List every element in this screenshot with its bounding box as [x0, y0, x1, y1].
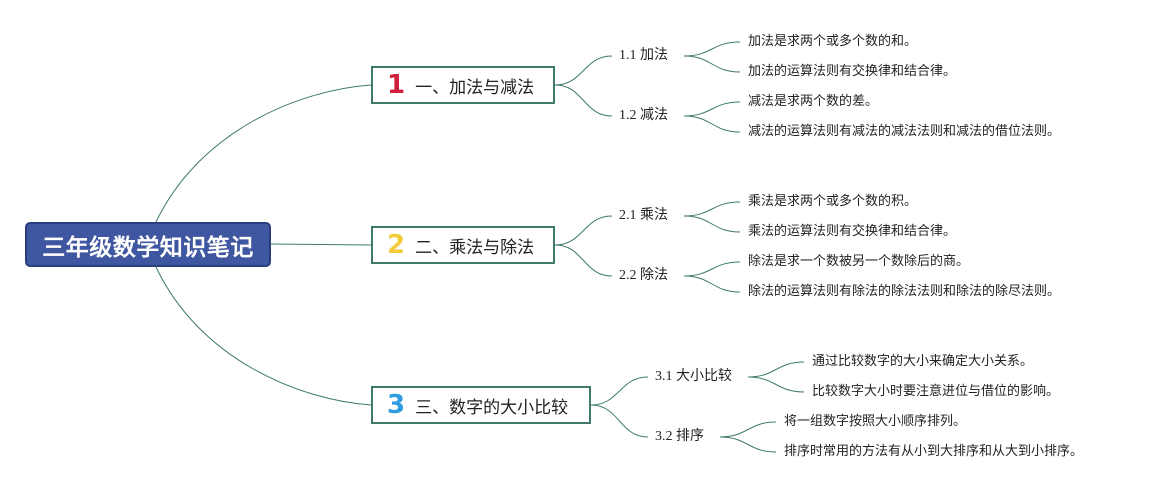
leaf-1-2-1: 减法是求两个数的差。 [748, 94, 879, 109]
link-root-section-2 [270, 243, 372, 246]
leaf-2-1-2: 乘法的运算法则有交换律和结合律。 [748, 224, 957, 239]
section-label-3: 三、数字的大小比较 [415, 397, 569, 418]
link-sub-5-leaf-2 [747, 376, 805, 393]
section-number-3: 3 [387, 390, 406, 420]
leaf-3-1-2: 比较数字大小时要注意进位与借位的影响。 [812, 384, 1060, 399]
section-number-2: 2 [387, 230, 406, 260]
leaf-2-2-2: 除法的运算法则有除法的除法法则和除法的除尽法则。 [748, 284, 1061, 299]
section-node-1[interactable]: 1 一、加法与减法 [371, 66, 555, 104]
link-section-1-sub-1 [554, 55, 613, 86]
link-section-3-sub-1 [590, 376, 649, 406]
subtopic-3-2[interactable]: 3.2 排序 [655, 429, 704, 444]
link-section-2-sub-1 [554, 215, 613, 246]
link-root-section-1 [155, 84, 372, 223]
link-sub-1-leaf-1 [683, 41, 741, 57]
link-sub-2-leaf-1 [683, 101, 741, 117]
section-label-1: 一、加法与减法 [415, 77, 535, 98]
subtopic-1-2[interactable]: 1.2 减法 [619, 108, 668, 123]
link-root-section-3 [155, 266, 372, 406]
section-label-2: 二、乘法与除法 [415, 237, 535, 258]
link-section-3-sub-2 [590, 404, 649, 438]
leaf-1-1-2: 加法的运算法则有交换律和结合律。 [748, 64, 957, 79]
section-node-2[interactable]: 2 二、乘法与除法 [371, 226, 555, 264]
leaf-3-1-1: 通过比较数字的大小来确定大小关系。 [812, 354, 1034, 369]
section-node-3[interactable]: 3 三、数字的大小比较 [371, 386, 591, 424]
leaf-1-2-2: 减法的运算法则有减法的减法法则和减法的借位法则。 [748, 124, 1061, 139]
link-sub-3-leaf-2 [683, 215, 741, 233]
root-node[interactable]: 三年级数学知识笔记 [25, 222, 271, 267]
link-sub-6-leaf-2 [719, 436, 777, 453]
section-number-1: 1 [387, 70, 406, 100]
link-sub-6-leaf-1 [719, 421, 777, 438]
leaf-2-1-1: 乘法是求两个或多个数的积。 [748, 194, 918, 209]
link-section-2-sub-2 [554, 244, 613, 277]
link-sub-5-leaf-1 [747, 361, 805, 378]
subtopic-1-1[interactable]: 1.1 加法 [619, 48, 668, 63]
link-sub-3-leaf-1 [683, 201, 741, 217]
root-label: 三年级数学知识笔记 [42, 234, 254, 261]
leaf-1-1-1: 加法是求两个或多个数的和。 [748, 34, 918, 49]
leaf-2-2-1: 除法是求一个数被另一个数除后的商。 [748, 254, 970, 269]
link-sub-4-leaf-2 [683, 275, 741, 293]
link-sub-4-leaf-1 [683, 261, 741, 277]
leaf-3-2-1: 将一组数字按照大小顺序排列。 [784, 414, 967, 429]
link-sub-1-leaf-2 [683, 55, 741, 73]
subtopic-3-1[interactable]: 3.1 大小比较 [655, 369, 732, 384]
link-sub-2-leaf-2 [683, 115, 741, 133]
subtopic-2-1[interactable]: 2.1 乘法 [619, 208, 668, 223]
subtopic-2-2[interactable]: 2.2 除法 [619, 268, 668, 283]
link-section-1-sub-2 [554, 84, 613, 117]
leaf-3-2-2: 排序时常用的方法有从小到大排序和从大到小排序。 [784, 444, 1084, 459]
